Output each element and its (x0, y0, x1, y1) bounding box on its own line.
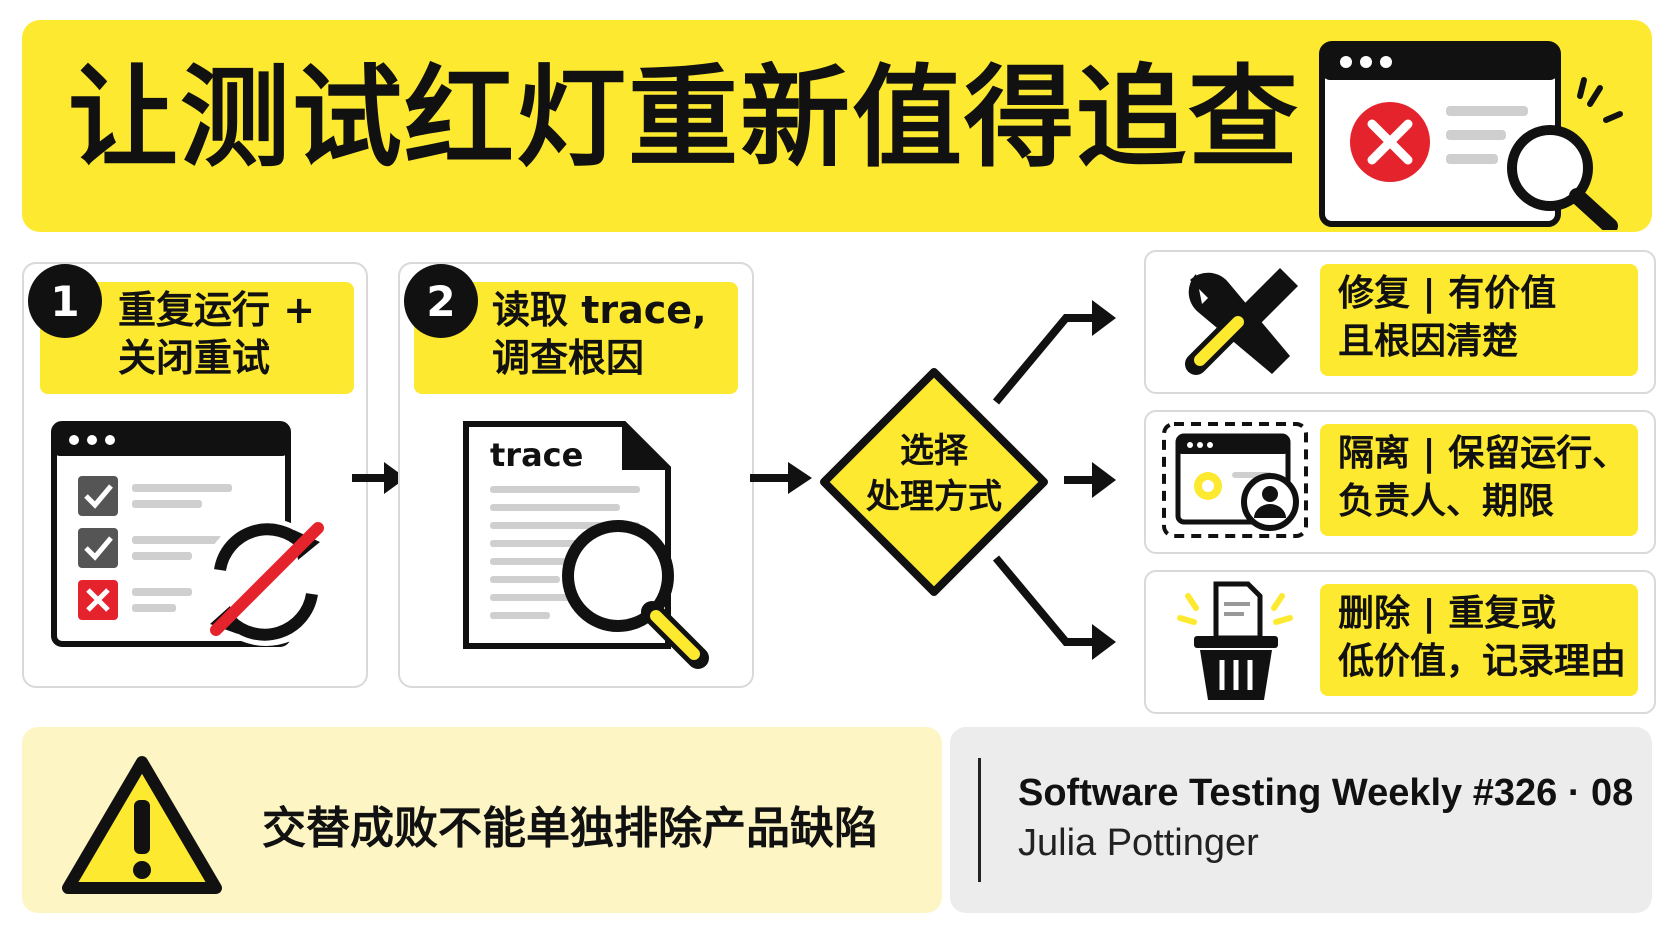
branch-arrows (992, 300, 1116, 660)
warning-triangle-icon (62, 756, 222, 894)
byline-divider (978, 758, 981, 882)
trash-icon (1177, 581, 1293, 700)
option-delete-label: 删除 | 重复或 低价值，记录理由 (1320, 584, 1638, 696)
arrow-step1-to-step2 (352, 462, 406, 494)
page-title: 让测试红灯重新值得追查 (68, 54, 1300, 182)
option-fix-label: 修复 | 有价值 且根因清楚 (1320, 264, 1638, 376)
step-1-number-badge: 1 (28, 264, 102, 338)
step-2-number-badge: 2 (404, 264, 478, 338)
decision-diamond (820, 368, 1048, 596)
decision-line-1: 选择 (900, 431, 968, 471)
option-delete-line-2: 低价值，记录理由 (1338, 641, 1627, 682)
option-quarantine-label: 隔离 | 保留运行、 负责人、期限 (1320, 424, 1638, 536)
publication-name: Software Testing Weekly #326 · 08 (1018, 772, 1634, 814)
step-2-line-2: 调查根因 (492, 336, 645, 380)
decision-line-2: 处理方式 (866, 477, 1002, 517)
option-quarantine-line-2: 负责人、期限 (1338, 481, 1555, 522)
option-quarantine-line-1: 隔离 | 保留运行、 (1338, 433, 1629, 474)
error-search-window-icon (1319, 41, 1623, 230)
option-fix-line-2: 且根因清楚 (1338, 321, 1519, 362)
author-name: Julia Pottinger (1018, 822, 1259, 864)
checklist-retry-off-icon (51, 421, 330, 647)
step-1-line-2: 关闭重试 (118, 336, 271, 380)
option-fix-line-1: 修复 | 有价值 (1338, 273, 1557, 314)
step-2-line-1: 读取 trace, (492, 288, 707, 332)
option-delete-line-1: 删除 | 重复或 (1338, 593, 1557, 634)
trace-doc-label: trace (490, 436, 584, 474)
wrench-screwdriver-icon (1185, 268, 1298, 375)
byline-box (950, 727, 1652, 913)
decision-text: 选择 处理方式 (818, 428, 1050, 520)
quarantine-window-icon (1162, 422, 1308, 538)
arrow-step2-to-decision (750, 462, 812, 494)
trace-document-search-icon (463, 421, 709, 669)
step-1-label: 重复运行 + 关闭重试 (40, 282, 354, 394)
step-2-label: 读取 trace, 调查根因 (414, 282, 738, 394)
step-1-line-1: 重复运行 + (118, 288, 316, 332)
warning-text: 交替成败不能单独排除产品缺陷 (262, 803, 878, 854)
